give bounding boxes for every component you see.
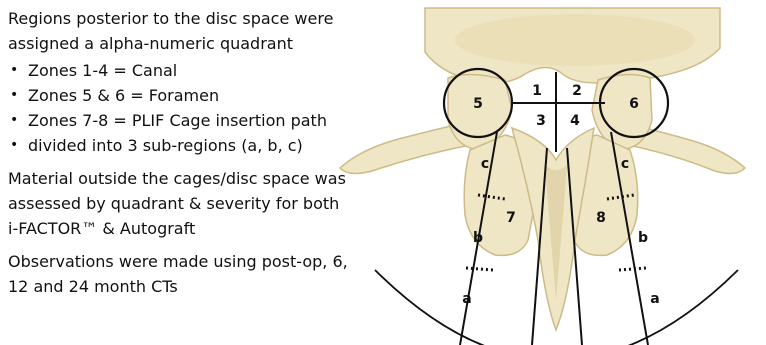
- zone-label-7: 7: [506, 210, 516, 226]
- zone-label-4: 4: [570, 113, 580, 129]
- right-subregion-a: a: [650, 291, 659, 307]
- zone-label-3: 3: [536, 113, 546, 129]
- zone-label-1: 1: [532, 83, 542, 99]
- zone-label-5: 5: [473, 96, 483, 112]
- left-subregion-c: c: [481, 156, 489, 172]
- left-subregion-a: a: [462, 291, 471, 307]
- vertebral-body-shade: [455, 14, 695, 66]
- left-subregion-b: b: [473, 230, 483, 246]
- zone-label-2: 2: [572, 83, 582, 99]
- right-subregion-c: c: [621, 156, 629, 172]
- right-subregion-b: b: [638, 230, 648, 246]
- right-lower-dotted-divider: [619, 268, 646, 270]
- zone-label-6: 6: [629, 96, 639, 112]
- left-lower-dotted-divider: [466, 268, 493, 270]
- zone-label-8: 8: [596, 210, 606, 226]
